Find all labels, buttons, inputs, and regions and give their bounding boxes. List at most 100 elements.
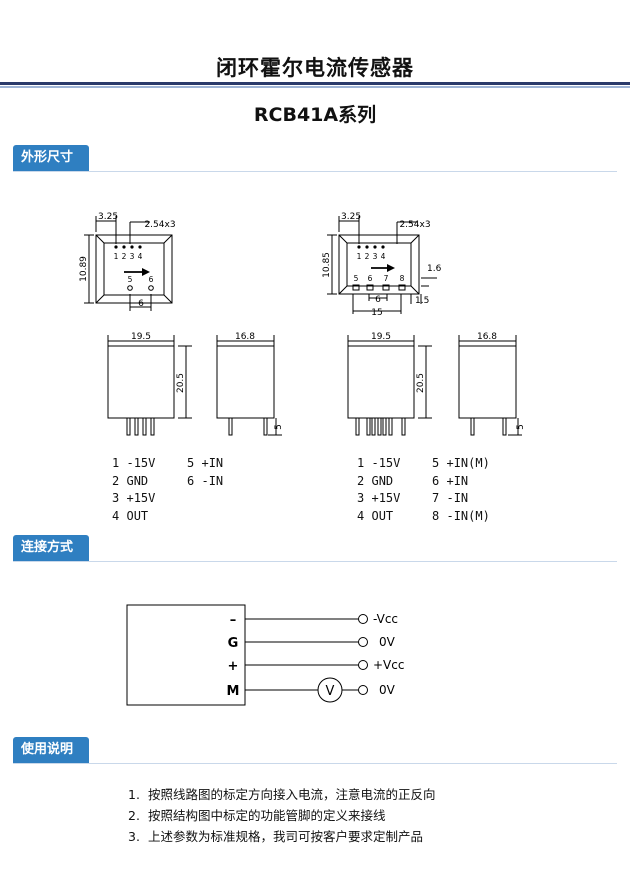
pin-function: -15V [371,456,401,470]
pin-number: 3 [112,491,120,505]
left-top-outer-body [95,234,173,304]
pin-function: GND [126,473,149,488]
terminal-label: 0V [379,635,396,649]
right-front-side-view-drawing: 19.5 20.5 16.8 5 [347,332,526,436]
box-pin-label: – [230,613,237,628]
arrow-head-icon [142,268,150,276]
note-number: 2. [128,808,140,823]
wiring-diagram: – G + M V -Vcc 0V +Vcc 0V [126,604,404,706]
section-label-dimensions: 外形尺寸 [13,145,90,171]
page-title: 闭环霍尔电流传感器 [216,56,414,80]
dim-label: 3.25 [341,212,361,222]
pin-function: +15V [126,491,156,505]
right-front-body [347,345,415,419]
pin-number-label: 5 [354,274,359,283]
right-pin-hole [365,245,369,249]
pin-number-label: 3 [373,252,378,261]
note-number: 1. [128,787,140,802]
pin-row: 2 GND 6 -IN [112,473,223,491]
pin-number-label: 4 [138,252,143,261]
terminal-label: 0V [379,683,396,697]
left-side-body [216,345,275,419]
pin-function: -IN [446,491,469,505]
pin-function: -15V [126,456,156,470]
left-pin-hole [127,285,133,291]
dim-label: 16.8 [235,332,255,342]
dim-label: 20.5 [416,373,426,393]
note-number: 3. [128,829,140,844]
terminal-label: -Vcc [373,612,398,626]
pin-number: 4 [357,508,365,523]
section-rule [13,171,617,172]
right-pin-hole [357,245,361,249]
right-pin-hole [373,245,377,249]
title-rule-accent [0,86,630,88]
pin-number: 7 [432,491,440,505]
arrow-head-icon [387,264,395,272]
dim-label: 6 [375,295,381,305]
pin-row: 1 -15V 5 +IN [112,455,223,473]
right-top-outer-body [338,234,420,295]
pin-row: 4 OUT [112,508,223,526]
pin-number-label: 1 [114,252,119,261]
dim-label: 10.89 [79,256,89,282]
pin-number: 5 [187,456,195,470]
left-pin-hole [122,245,126,249]
terminal-icon [358,660,368,670]
right-pin-hole [381,245,385,249]
pin-function: +15V [371,491,401,505]
dim-label: 2.54x3 [399,220,430,230]
section-label-usage: 使用说明 [13,737,90,763]
box-pin-label: + [228,659,239,674]
pin-number-label: 6 [149,275,154,284]
dim-label: 10.85 [322,252,332,278]
box-pin-label: M [227,684,240,699]
list-item: 2. 按照结构图中标定的功能管脚的定义来接线 [128,805,436,826]
dim-label: 6 [138,299,144,309]
page-subtitle: RCB41A系列 [253,104,377,126]
pin-row: 3 +15V 7 -IN [357,490,490,508]
pin-function: -IN [201,473,224,488]
note-text: 按照线路图的标定方向接入电流，注意电流的正反向 [148,787,436,802]
right-top-inner-body [346,242,412,287]
left-pin-hole [130,245,134,249]
pin-number: 2 [357,473,365,488]
section-rule [13,561,617,562]
left-front-side-view-drawing: 19.5 20.5 16.8 5 [107,332,284,436]
pin-number: 1 [112,456,120,470]
terminal-icon [358,637,368,647]
pin-function: -IN(M) [446,508,490,523]
pin-function: +IN [201,456,224,470]
pin-number: 6 [432,473,440,488]
pin-number-label: 2 [122,252,127,261]
voltmeter-icon [317,677,343,703]
left-top-view-drawing: 3.25 2.54x3 10.89 6 1 2 3 4 5 6 [79,212,176,311]
dim-label: 20.5 [176,373,186,393]
right-top-view-drawing: 3.25 2.54x3 10.85 1.6 1.5 6 15 1 2 3 4 5… [322,212,442,318]
pin-table-left: 1 -15V 5 +IN 2 GND 6 -IN 3 +15V 4 OUT [112,455,223,525]
pin-number-label: 7 [384,274,389,283]
pin-number-label: 2 [365,252,370,261]
pin-number-label: 1 [357,252,362,261]
dim-label: 1.6 [427,264,442,274]
section-rule [13,763,617,764]
pin-row: 4 OUT 8 -IN(M) [357,508,490,526]
dim-label: 5 [516,424,526,430]
pin-number: 8 [432,508,440,523]
dim-label: 19.5 [371,332,391,342]
dim-label: 5 [274,424,284,430]
dim-label: 19.5 [131,332,151,342]
pin-function: GND [371,473,394,488]
list-item: 3.上述参数为标准规格，我司可按客户要求定制产品 [128,826,436,847]
dim-label: 2.54x3 [144,220,175,230]
pin-number: 3 [357,491,365,505]
pin-number: 2 [112,473,120,488]
list-item: 1. 按照线路图的标定方向接入电流，注意电流的正反向 [128,784,436,805]
note-text: 按照结构图中标定的功能管脚的定义来接线 [148,808,386,823]
pin-number: 6 [187,473,195,488]
sensor-box [126,604,246,706]
pin-number-label: 5 [128,275,133,284]
terminal-icon [358,685,368,695]
title-rule [0,82,630,85]
pin-function: +IN(M) [446,456,490,470]
